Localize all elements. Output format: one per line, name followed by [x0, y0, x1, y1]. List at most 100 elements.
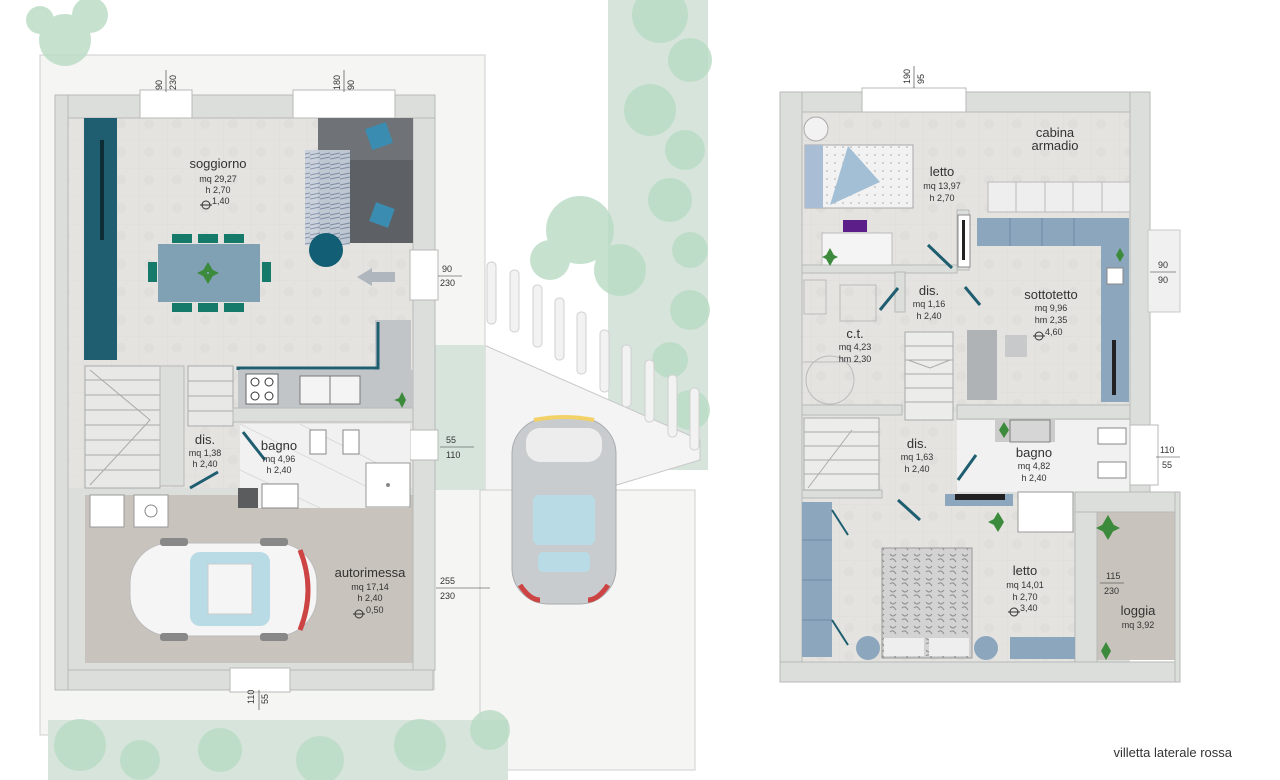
room-height: h 2,40: [357, 593, 382, 603]
dimension-labels-ground: 90 230 180 90 90 230 55 110 255 230 110 …: [154, 70, 490, 710]
dim-window-width: 90: [1158, 260, 1168, 270]
dim-window-width: 180: [332, 75, 342, 90]
room-name: cabina: [1036, 125, 1075, 140]
dim-door-height: 230: [440, 591, 455, 601]
upper-floor: [779, 87, 1181, 683]
room-height: hm 2,30: [839, 354, 872, 364]
label-letto-1: letto mq 13,97 h 2,70: [923, 164, 961, 203]
stove-icon: [245, 373, 279, 405]
room-area: mq 4,23: [839, 342, 872, 352]
room-name: autorimessa: [335, 565, 407, 580]
room-area: mq 1,16: [913, 299, 946, 309]
room-area: mq 29,27: [199, 174, 237, 184]
sink-icon: [299, 375, 361, 405]
room-height: h 2,40: [192, 459, 217, 469]
room-name: armadio: [1032, 138, 1079, 153]
room-area: mq 13,97: [923, 181, 961, 191]
sink-icon: [995, 419, 1055, 443]
dim-door-width: 255: [440, 576, 455, 586]
plant-icon: [197, 262, 219, 284]
label-dis-upper-2: dis. mq 1,63 h 2,40: [901, 436, 934, 474]
label-cabina: cabina armadio: [1032, 125, 1079, 153]
label-letto-2: letto mq 14,01 h 2,70 3,40: [1006, 563, 1044, 617]
room-name: soggiorno: [189, 156, 246, 171]
room-name: c.t.: [846, 326, 863, 341]
plant-icon: [988, 512, 1120, 660]
plant-icon: [394, 392, 406, 408]
label-autorimessa: autorimessa mq 17,14 h 2,40 0,50: [335, 565, 407, 619]
label-bagno-ground: bagno mq 4,96 h 2,40: [261, 438, 297, 475]
dim-window-width: 90: [154, 80, 164, 90]
dim-window-height: 95: [916, 74, 926, 84]
label-soggiorno: soggiorno mq 29,27 h 2,70 1,40: [189, 156, 247, 210]
stairs: [803, 331, 954, 491]
dim-window-width: 55: [446, 435, 456, 445]
room-name: dis.: [907, 436, 927, 451]
dim-window-width: 190: [902, 69, 912, 84]
room-name: sottotetto: [1024, 287, 1077, 302]
dim-window-height: 230: [440, 278, 455, 288]
room-area: mq 4,96: [263, 454, 296, 464]
room-area: mq 1,38: [189, 448, 222, 458]
floor-level: 1,40: [212, 196, 230, 206]
room-name: letto: [930, 164, 955, 179]
car-icon: [511, 415, 617, 605]
room-area: mq 17,14: [351, 582, 389, 592]
shower-icon: [1017, 491, 1074, 533]
room-area: mq 14,01: [1006, 580, 1044, 590]
room-height: h 2,40: [916, 311, 941, 321]
room-name: bagno: [261, 438, 297, 453]
dim-window-height: 230: [168, 75, 178, 90]
sink-icon: [261, 483, 299, 509]
room-name: dis.: [195, 432, 215, 447]
room-height: h 2,70: [929, 193, 954, 203]
dim-window-width: 110: [246, 690, 256, 704]
room-area: mq 4,82: [1018, 461, 1051, 471]
level-marker-icon: [1008, 607, 1020, 617]
label-ct: c.t. mq 4,23 hm 2,30: [839, 326, 872, 364]
toilet-icon: [1097, 427, 1127, 479]
dim-window-height: 55: [1162, 460, 1172, 470]
room-area: mq 1,63: [901, 452, 934, 462]
room-height: h 2,70: [205, 185, 230, 195]
room-name: bagno: [1016, 445, 1052, 460]
level-marker-icon: [1033, 331, 1045, 341]
stairs: [84, 365, 234, 489]
shower-icon: [365, 462, 411, 508]
label-dis-ground: dis. mq 1,38 h 2,40: [189, 432, 222, 469]
dim-window-height: 110: [446, 450, 460, 460]
room-height: h 2,40: [1021, 473, 1046, 483]
label-bagno-upper: bagno mq 4,82 h 2,40: [1016, 445, 1052, 483]
room-height: h 2,40: [904, 464, 929, 474]
laundry: [89, 494, 169, 528]
plant-icon: [999, 248, 1124, 438]
dim-window-height: 55: [260, 694, 270, 704]
floor-level: 4,60: [1045, 327, 1063, 337]
plan-caption: villetta laterale rossa: [1114, 745, 1233, 760]
dim-window-height: 90: [346, 80, 356, 90]
floor-level: 0,50: [366, 605, 384, 615]
dim-door-width: 115: [1106, 571, 1120, 581]
dimension-labels-upper: 190 95 90 90 110 55 115 230: [902, 66, 1180, 596]
wardrobe: [987, 181, 1131, 213]
room-height: h 2,70: [1012, 592, 1037, 602]
room-area: mq 9,96: [1035, 303, 1068, 313]
sofa-icon: [967, 330, 1027, 400]
floor-level: 3,40: [1020, 603, 1038, 613]
room-name: loggia: [1121, 603, 1156, 618]
dim-door-height: 230: [1104, 586, 1119, 596]
label-dis-upper-1: dis. mq 1,16 h 2,40: [913, 283, 946, 321]
label-loggia: loggia mq 3,92: [1121, 603, 1156, 630]
room-height: h 2,40: [266, 465, 291, 475]
dim-window-width: 110: [1160, 445, 1174, 455]
label-sottotetto: sottotetto mq 9,96 hm 2,35 4,60: [1024, 287, 1078, 341]
room-height: hm 2,35: [1035, 315, 1068, 325]
room-name: letto: [1013, 563, 1038, 578]
plant-icon: [822, 248, 838, 266]
level-marker-icon: [200, 200, 212, 210]
tree-icon: [26, 0, 712, 780]
dim-window-height: 90: [1158, 275, 1168, 285]
room-area: mq 3,92: [1122, 620, 1155, 630]
bed-icon: [804, 144, 914, 209]
